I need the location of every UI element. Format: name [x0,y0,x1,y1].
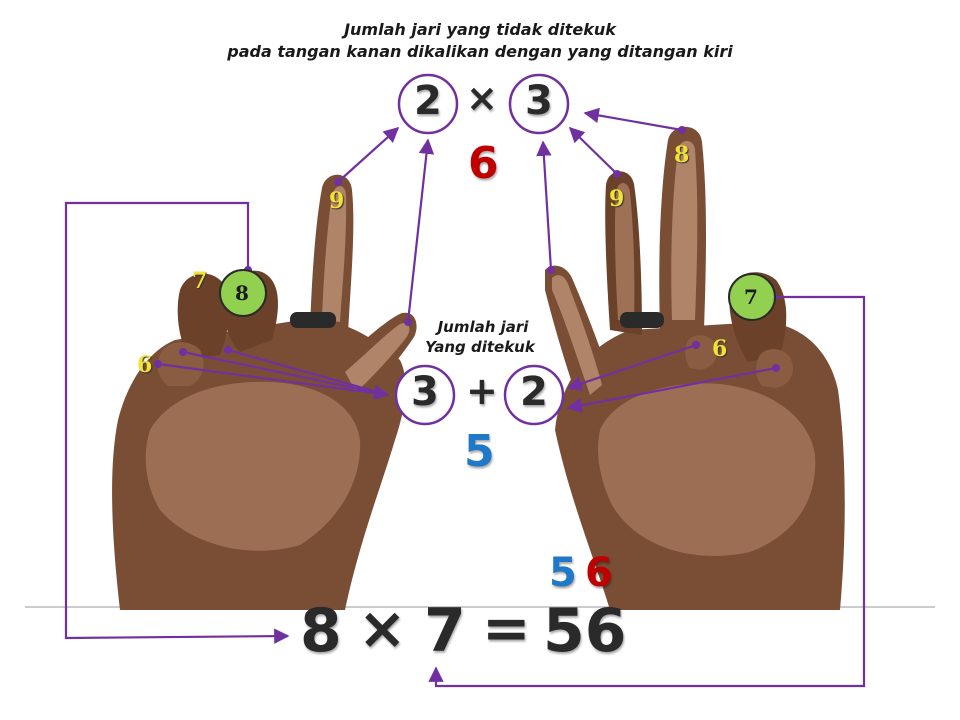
top-eq-operator: × [466,76,498,120]
left-hand-palm-light [145,381,361,551]
bottom-eq-operator: + [466,369,498,413]
final-times: × [358,594,407,662]
arrow-left-thumb-to-2 [406,138,435,323]
right-finger-label-6: 6 [712,336,728,362]
left-index-finger-light [322,186,347,322]
right-ring-band [620,312,664,328]
line-left-ring [227,348,389,397]
header-line-2: pada tangan kanan dikalikan dengan yang … [227,42,733,61]
left-ring-band [290,312,336,328]
arrow-right-pinky-to-2 [566,366,777,413]
top-eq-right: 3 [525,78,553,124]
arrow-right-index-to-3 [568,126,618,175]
final-result: 56 [543,596,627,666]
bottom-eq-right: 2 [520,369,548,415]
left-finger-label-9: 9 [329,188,345,214]
top-eq-result: 6 [468,138,499,189]
bottom-eq-left: 3 [411,369,439,415]
final-a: 8 [300,596,342,666]
left-hand-illustration [112,174,417,610]
right-index-finger-light [614,183,635,322]
right-finger-label-9: 9 [609,186,625,212]
arrow-right-bent-to-2 [566,343,697,391]
green-circle-right-7 [728,273,776,321]
connector-lines [64,107,866,688]
final-ones-digit: 6 [585,550,613,596]
left-finger-label-7: 7 [192,268,208,294]
line-left-pinky-a [182,350,390,400]
left-finger-label-6: 6 [137,352,153,378]
right-hand-palm-light [598,383,816,556]
bottom-eq-result: 5 [464,426,495,477]
circle-top-right [508,73,570,135]
circle-top-left [397,73,459,135]
arrow-left-index-to-2 [337,126,400,183]
bracket-right-7-to-final [428,295,866,688]
top-eq-left: 2 [414,78,442,124]
final-equals: = [482,594,531,662]
right-hand-illustration [545,126,845,610]
final-b: 7 [424,596,466,666]
header-line-1: Jumlah jari yang tidak ditekuk [344,20,616,39]
bent-label-line-1: Jumlah jari [437,318,529,336]
left-thumb-light [345,323,410,392]
bracket-left-8-to-final [64,201,290,644]
circle-mid-left [394,364,456,426]
final-tens-digit: 5 [549,550,577,596]
line-left-pinky-b [157,362,389,397]
left-finger-label-8: 8 [235,281,249,305]
arrow-right-thumb-to-3 [536,140,553,271]
right-middle-finger-light [671,141,698,320]
green-circle-left-8 [219,269,267,317]
circle-mid-right [503,364,565,426]
bent-label-line-2: Yang ditekuk [425,338,535,356]
left-ring-finger [177,273,229,360]
arrow-right-middle-to-3 [583,107,683,132]
right-thumb-light [552,275,602,395]
equation-circles [394,73,570,426]
right-finger-label-8: 8 [674,142,690,168]
green-circles [219,269,776,321]
right-finger-label-7: 7 [744,285,758,309]
